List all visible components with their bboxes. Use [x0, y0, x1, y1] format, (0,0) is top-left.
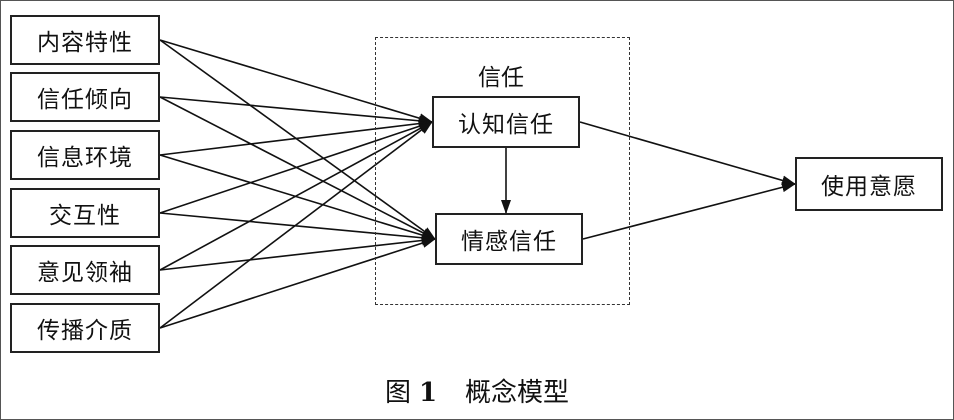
edge-interactivity-to-cognitive	[159, 121, 433, 214]
edge-cognitive-to-outcome	[579, 121, 796, 186]
edge-environment-to-affective	[159, 154, 436, 240]
edge-affective-to-outcome	[582, 182, 796, 240]
trust-group-box	[375, 37, 630, 305]
edge-content-to-cognitive	[159, 39, 433, 124]
edge-tendency-to-cognitive	[159, 96, 433, 126]
factor-info-environment: 信息环境	[10, 130, 160, 180]
edge-environment-to-cognitive	[159, 118, 433, 156]
factor-content: 内容特性	[10, 15, 160, 65]
factor-opinion-leader: 意见领袖	[10, 245, 160, 295]
edge-interactivity-to-affective	[159, 212, 436, 243]
caption-number: 1	[418, 378, 438, 408]
affective-trust-node: 情感信任	[435, 213, 583, 265]
edge-medium-to-cognitive	[159, 121, 433, 329]
edge-tendency-to-affective	[159, 96, 436, 240]
usage-intention-node: 使用意愿	[795, 157, 943, 211]
factor-medium: 传播介质	[10, 303, 160, 353]
factor-trust-tendency: 信任倾向	[10, 72, 160, 122]
edge-opinion_leader-to-cognitive	[159, 121, 433, 271]
trust-group-label: 信任	[478, 65, 524, 91]
edge-opinion_leader-to-affective	[159, 235, 436, 271]
edge-content-to-affective	[159, 39, 436, 240]
edge-medium-to-affective	[159, 238, 436, 329]
factor-interactivity: 交互性	[10, 188, 160, 238]
caption-prefix: 图	[384, 378, 411, 408]
cognitive-trust-node: 认知信任	[432, 96, 580, 148]
caption-title: 概念模型	[465, 378, 570, 408]
